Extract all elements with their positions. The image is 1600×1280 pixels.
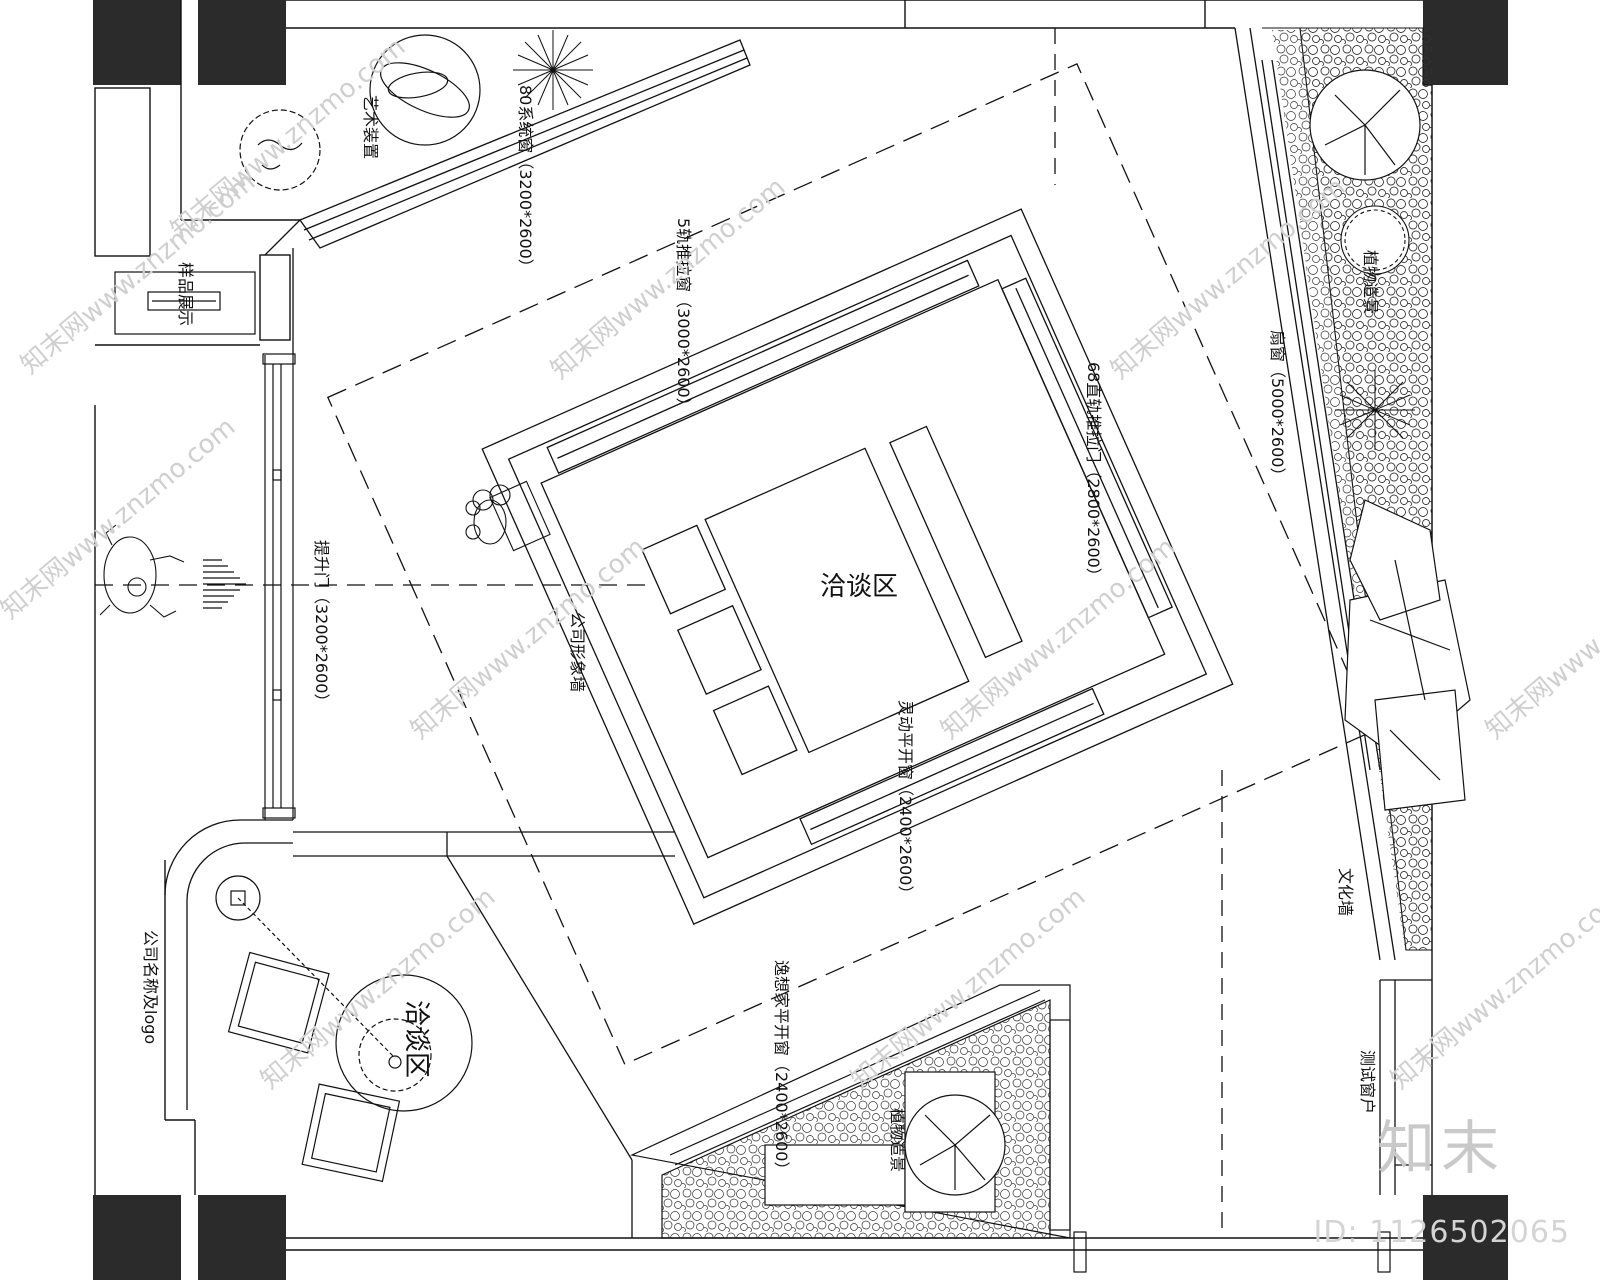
- tree-icon-bottom: [904, 1094, 1006, 1196]
- watermark-text: 知末网www.znzmo.com: [1480, 532, 1600, 745]
- label-lift-door: 提升门（3200*2600）: [312, 540, 331, 709]
- label-plant-view-2: 植物造景: [888, 1108, 907, 1172]
- bottom-threshold: [1073, 1231, 1391, 1273]
- structural-columns: [93, 0, 1508, 1280]
- label-door-68: 68直轨推拉门（2800*2600）: [1084, 362, 1103, 584]
- watermark-id: ID: 1126502065: [1313, 1215, 1570, 1250]
- sample-shelf: [114, 271, 256, 335]
- round-talk-area: [215, 875, 473, 1183]
- labels: 艺术装置 80系统窗（3200*2600） 5轨推拉窗（3000*2600） 6…: [141, 85, 1380, 1177]
- watermark-text: 知末网www.znzmo.com: [255, 882, 501, 1095]
- label-sample-shelf: 样品展示: [176, 262, 195, 326]
- lift-door-wall: [95, 353, 650, 820]
- watermark-text: 知末网www.znzmo.com: [0, 412, 241, 625]
- label-plant-view: 植物造景: [1361, 250, 1380, 314]
- art-installation-icon: [369, 34, 481, 146]
- direction-arrow-icon: [203, 559, 246, 609]
- seated-person-icon: [465, 480, 551, 552]
- label-fixed-window: 灵动平开窗（2400*2600）: [896, 700, 915, 901]
- label-fan-window: 扇窗（5000*2600）: [1268, 330, 1287, 483]
- palm-plant-icon: [513, 30, 593, 110]
- watermark-brand: 知末: [1376, 1114, 1505, 1182]
- label-five-rail-door: 5轨推拉窗（3000*2600）: [674, 218, 693, 414]
- central-pavilion: [326, 63, 1375, 1066]
- label-company-wall: 公司形象墙: [568, 612, 587, 692]
- label-ideal-window: 逸想家平开窗（2400*2600）: [772, 960, 791, 1177]
- bottom-planter: [630, 984, 1071, 1239]
- label-window-80: 80系统窗（3200*2600）: [516, 85, 535, 275]
- leafy-plant-icon: [1344, 499, 1471, 811]
- label-talk-area-main: 洽谈区: [820, 572, 898, 602]
- label-art-installation: 艺术装置: [361, 95, 380, 159]
- label-company-logo: 公司名称及logo: [141, 930, 160, 1044]
- watermark-text: 知末网www.znzmo.com: [545, 172, 791, 385]
- tree-icon: [1309, 69, 1421, 181]
- person-icon: [99, 524, 185, 618]
- label-culture-wall: 文化墙: [1336, 868, 1355, 916]
- plant-icon: [239, 109, 321, 191]
- watermark-text: 知末网www.znzmo.com: [935, 532, 1181, 745]
- palm-plant-icon-right: [1335, 370, 1415, 450]
- room-walls: [164, 27, 1432, 1238]
- watermark-text: 知末网www.znzmo.com: [405, 532, 651, 745]
- label-talk-area-round: 洽谈区: [401, 1000, 431, 1078]
- label-test-window: 测试窗户: [1358, 1050, 1377, 1114]
